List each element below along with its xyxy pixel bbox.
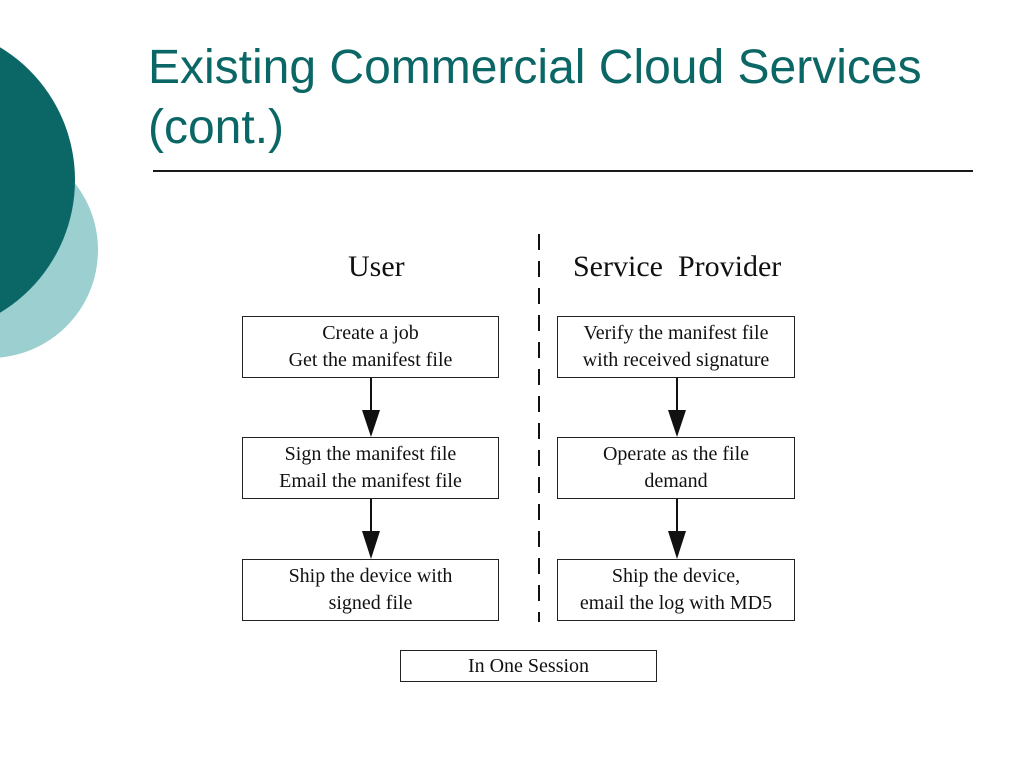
slide-title-line-1: Existing Commercial Cloud Services bbox=[148, 41, 922, 94]
user-step-1-line-1: Create a job bbox=[322, 322, 419, 344]
session-label: In One Session bbox=[467, 654, 590, 677]
slide-title: Existing Commercial Cloud Services (cont… bbox=[148, 38, 1008, 158]
user-step-sign-manifest: Sign the manifest file Email the manifes… bbox=[242, 437, 499, 499]
user-step-create-job: Create a job Get the manifest file bbox=[242, 316, 499, 378]
user-step-2-line-2: Email the manifest file bbox=[279, 470, 462, 492]
user-step-2-line-1: Sign the manifest file bbox=[284, 443, 457, 465]
user-step-3-line-1: Ship the device with bbox=[288, 565, 453, 587]
provider-step-3-line-2: email the log with MD5 bbox=[579, 592, 773, 614]
user-step-3-line-2: signed file bbox=[328, 592, 413, 614]
provider-step-2-line-1: Operate as the file bbox=[602, 443, 750, 465]
dark-circle-decoration bbox=[0, 47, 75, 313]
user-column-heading: User bbox=[348, 250, 405, 283]
title-underline bbox=[153, 170, 973, 172]
provider-step-1-line-2: with received signature bbox=[582, 349, 770, 371]
provider-step-ship-log: Ship the device, email the log with MD5 bbox=[557, 559, 795, 621]
slide-title-line-2: (cont.) bbox=[148, 101, 285, 154]
provider-column-heading: Service Provider bbox=[573, 250, 782, 283]
provider-step-2-line-2: demand bbox=[644, 470, 708, 492]
provider-step-1-line-1: Verify the manifest file bbox=[583, 322, 769, 344]
provider-step-verify-manifest: Verify the manifest file with received s… bbox=[557, 316, 795, 378]
arrow-user-1-head bbox=[362, 410, 380, 437]
provider-step-operate-file: Operate as the file demand bbox=[557, 437, 795, 499]
provider-step-3-line-1: Ship the device, bbox=[611, 565, 741, 587]
arrow-provider-1-head bbox=[668, 410, 686, 437]
user-step-ship-device: Ship the device with signed file bbox=[242, 559, 499, 621]
session-box: In One Session bbox=[400, 650, 657, 682]
arrow-user-2-head bbox=[362, 531, 380, 559]
user-step-1-line-2: Get the manifest file bbox=[288, 349, 453, 371]
arrow-provider-2-head bbox=[668, 531, 686, 559]
